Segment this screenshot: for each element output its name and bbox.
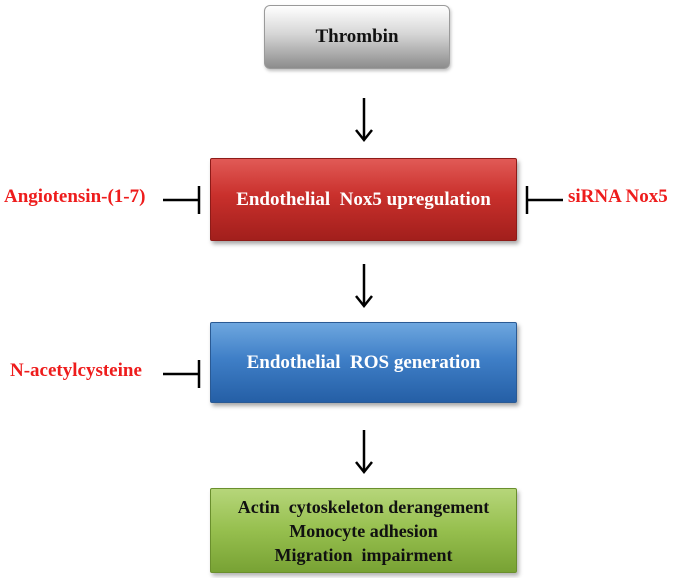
inhibition-sirna xyxy=(525,186,563,214)
thrombin-node: Thrombin xyxy=(264,5,450,69)
outcome-line-migration: Migration impairment xyxy=(274,544,453,565)
outcome-line-cytoskeleton: Actin cytoskeleton derangement xyxy=(237,496,490,517)
n-acetylcysteine-label: N-acetylcysteine xyxy=(10,360,142,381)
inhibition-nac xyxy=(163,360,201,388)
ros-label: Endothelial ROS generation xyxy=(246,351,481,373)
nox5-label: Endothelial Nox5 upregulation xyxy=(236,188,491,210)
outcome-line-adhesion: Monocyte adhesion xyxy=(289,520,438,541)
arrow-thrombin-to-nox5 xyxy=(355,98,373,143)
nox5-upregulation-node: Endothelial Nox5 upregulation xyxy=(210,158,517,241)
angiotensin-label: Angiotensin-(1-7) xyxy=(4,186,146,207)
thrombin-label: Thrombin xyxy=(315,26,399,47)
inhibition-angiotensin xyxy=(163,186,201,214)
ros-generation-node: Endothelial ROS generation xyxy=(210,322,517,403)
arrow-nox5-to-ros xyxy=(355,264,373,309)
arrow-ros-to-outcomes xyxy=(355,430,373,475)
sirna-nox5-label: siRNA Nox5 xyxy=(568,186,668,207)
outcomes-node: Actin cytoskeleton derangement Monocyte … xyxy=(210,488,517,573)
